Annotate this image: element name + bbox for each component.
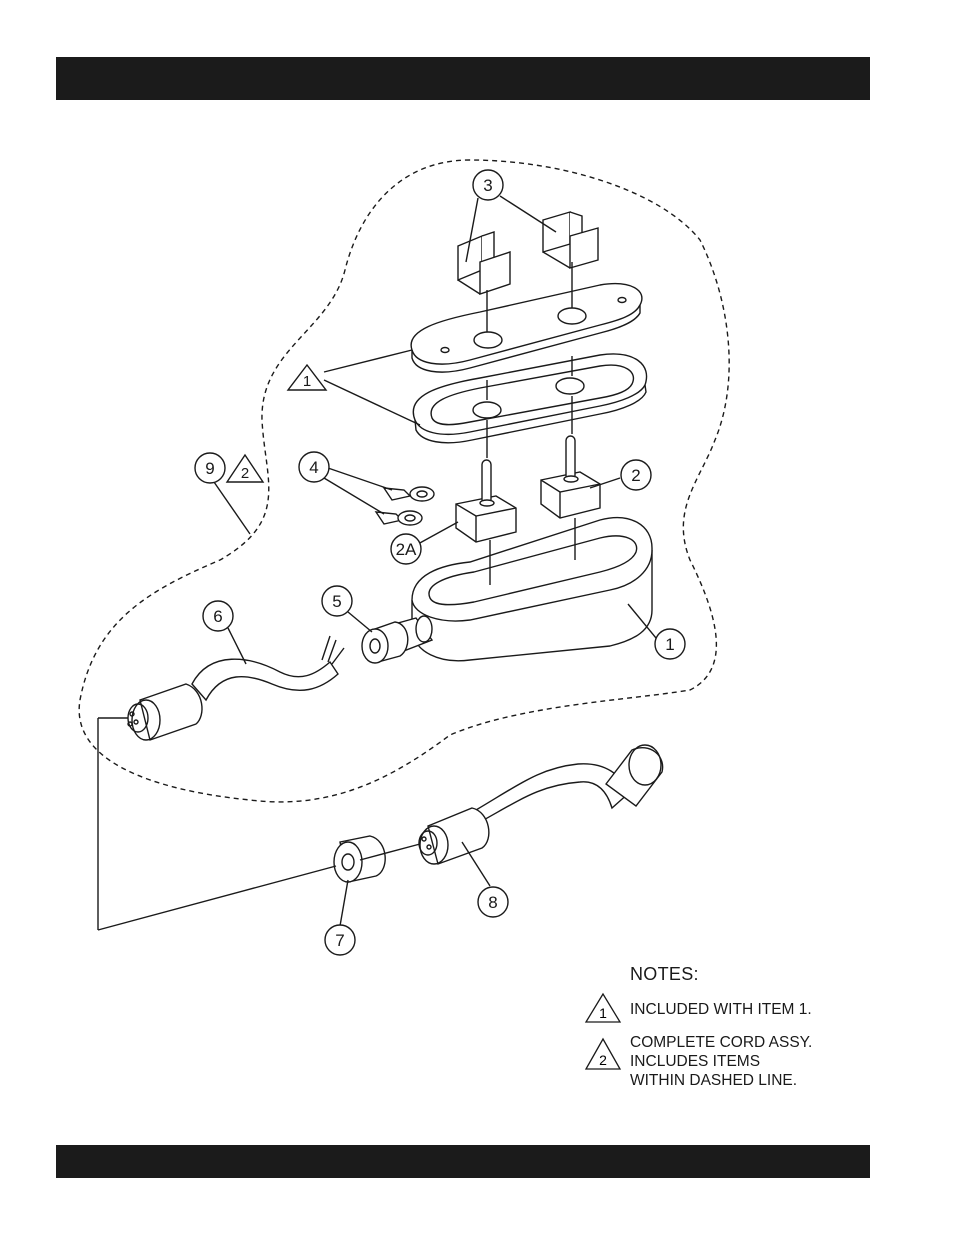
callout-2a: 2A <box>391 534 421 564</box>
svg-text:2A: 2A <box>396 540 417 559</box>
triangle-note-marker-2: 2 <box>584 1037 624 1071</box>
toggle-switch-2-part <box>541 436 600 518</box>
note-item-1: 1 INCLUDED WITH ITEM 1. <box>578 992 878 1019</box>
svg-text:8: 8 <box>488 893 497 912</box>
toggle-switch-2a-part <box>456 460 516 542</box>
extension-cord-part <box>419 745 663 864</box>
triangle-note-marker-1: 1 <box>584 992 624 1024</box>
note-text-1: INCLUDED WITH ITEM 1. <box>630 992 878 1019</box>
callout-7: 7 <box>325 925 355 955</box>
triangle-callout-1: 1 <box>288 365 326 390</box>
callout-3: 3 <box>473 170 503 200</box>
triangle-callout-2: 2 <box>227 455 263 482</box>
svg-text:1: 1 <box>303 373 311 390</box>
svg-text:5: 5 <box>332 592 341 611</box>
note-text-2: COMPLETE CORD ASSY. INCLUDES ITEMS WITHI… <box>630 1033 878 1090</box>
callout-1: 1 <box>655 629 685 659</box>
gasket-part <box>413 354 646 443</box>
callout-2: 2 <box>621 460 651 490</box>
svg-text:2: 2 <box>599 1052 607 1068</box>
clip-part-left <box>458 232 510 294</box>
callout-6: 6 <box>203 601 233 631</box>
svg-text:1: 1 <box>599 1005 607 1021</box>
svg-text:6: 6 <box>213 607 222 626</box>
callout-8: 8 <box>478 887 508 917</box>
notes-heading: NOTES: <box>630 964 878 985</box>
svg-text:1: 1 <box>665 635 674 654</box>
svg-text:2: 2 <box>241 465 249 482</box>
callout-9: 9 <box>195 453 225 483</box>
svg-text:4: 4 <box>309 458 318 477</box>
callout-4: 4 <box>299 452 329 482</box>
coupling-nut-part <box>334 836 385 882</box>
ring-terminal-parts <box>376 487 434 525</box>
housing-part <box>412 518 652 661</box>
bushing-part <box>362 622 408 663</box>
svg-text:7: 7 <box>335 931 344 950</box>
note-item-2: 2 COMPLETE CORD ASSY. INCLUDES ITEMS WIT… <box>578 1033 878 1090</box>
callout-5: 5 <box>322 586 352 616</box>
notes-section: NOTES: 1 INCLUDED WITH ITEM 1. 2 COMPLET… <box>578 964 878 1090</box>
clip-part-right <box>543 212 598 268</box>
svg-text:3: 3 <box>483 176 492 195</box>
cord-part <box>128 636 344 740</box>
svg-text:9: 9 <box>205 459 214 478</box>
svg-text:2: 2 <box>631 466 640 485</box>
